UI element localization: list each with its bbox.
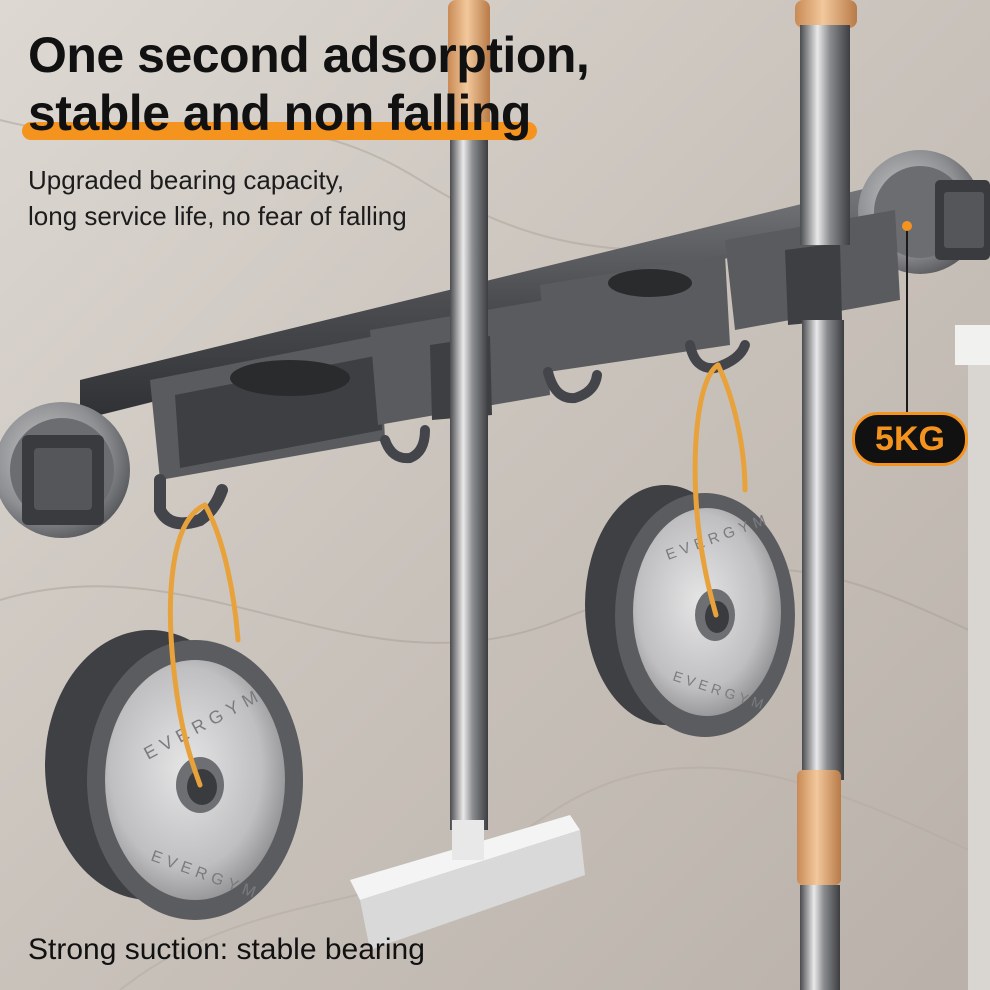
- rope: [167, 502, 208, 788]
- broom-pole: [450, 130, 488, 830]
- hook: [154, 474, 228, 530]
- mop-holder: [540, 255, 730, 372]
- footer-caption: Strong suction: stable bearing: [28, 933, 425, 966]
- wood-handle: [448, 0, 490, 140]
- mop-pole: [800, 25, 850, 245]
- load-capacity-badge: 5KG: [852, 412, 968, 466]
- headline-line-1: One second adsorption,: [28, 27, 590, 83]
- rope: [202, 502, 241, 643]
- mop-pole: [802, 320, 844, 780]
- wood-handle: [795, 0, 857, 28]
- mop-holder: [725, 210, 900, 330]
- headline-line-2: stable and non falling: [28, 85, 531, 141]
- weight-plate-icon: [585, 485, 795, 737]
- mop-holder: [150, 335, 385, 480]
- rope: [715, 362, 748, 493]
- hook: [380, 425, 430, 464]
- suction-cup-icon: [0, 402, 130, 538]
- mop-pole: [800, 885, 840, 990]
- wood-grip: [797, 770, 841, 885]
- headline: One second adsorption, stable and non fa…: [22, 26, 590, 142]
- weight-plate-icon: [45, 630, 303, 920]
- shelf: [955, 325, 990, 365]
- subtitle-line-1: Upgraded bearing capacity,: [28, 165, 345, 195]
- pointer-dot: [902, 221, 912, 231]
- subtitle-line-2: long service life, no fear of falling: [28, 201, 407, 231]
- hook: [543, 367, 602, 404]
- subtitle: Upgraded bearing capacity, long service …: [28, 162, 407, 234]
- rope: [692, 362, 721, 618]
- shelf-support: [968, 365, 990, 990]
- broom-head: [350, 815, 585, 950]
